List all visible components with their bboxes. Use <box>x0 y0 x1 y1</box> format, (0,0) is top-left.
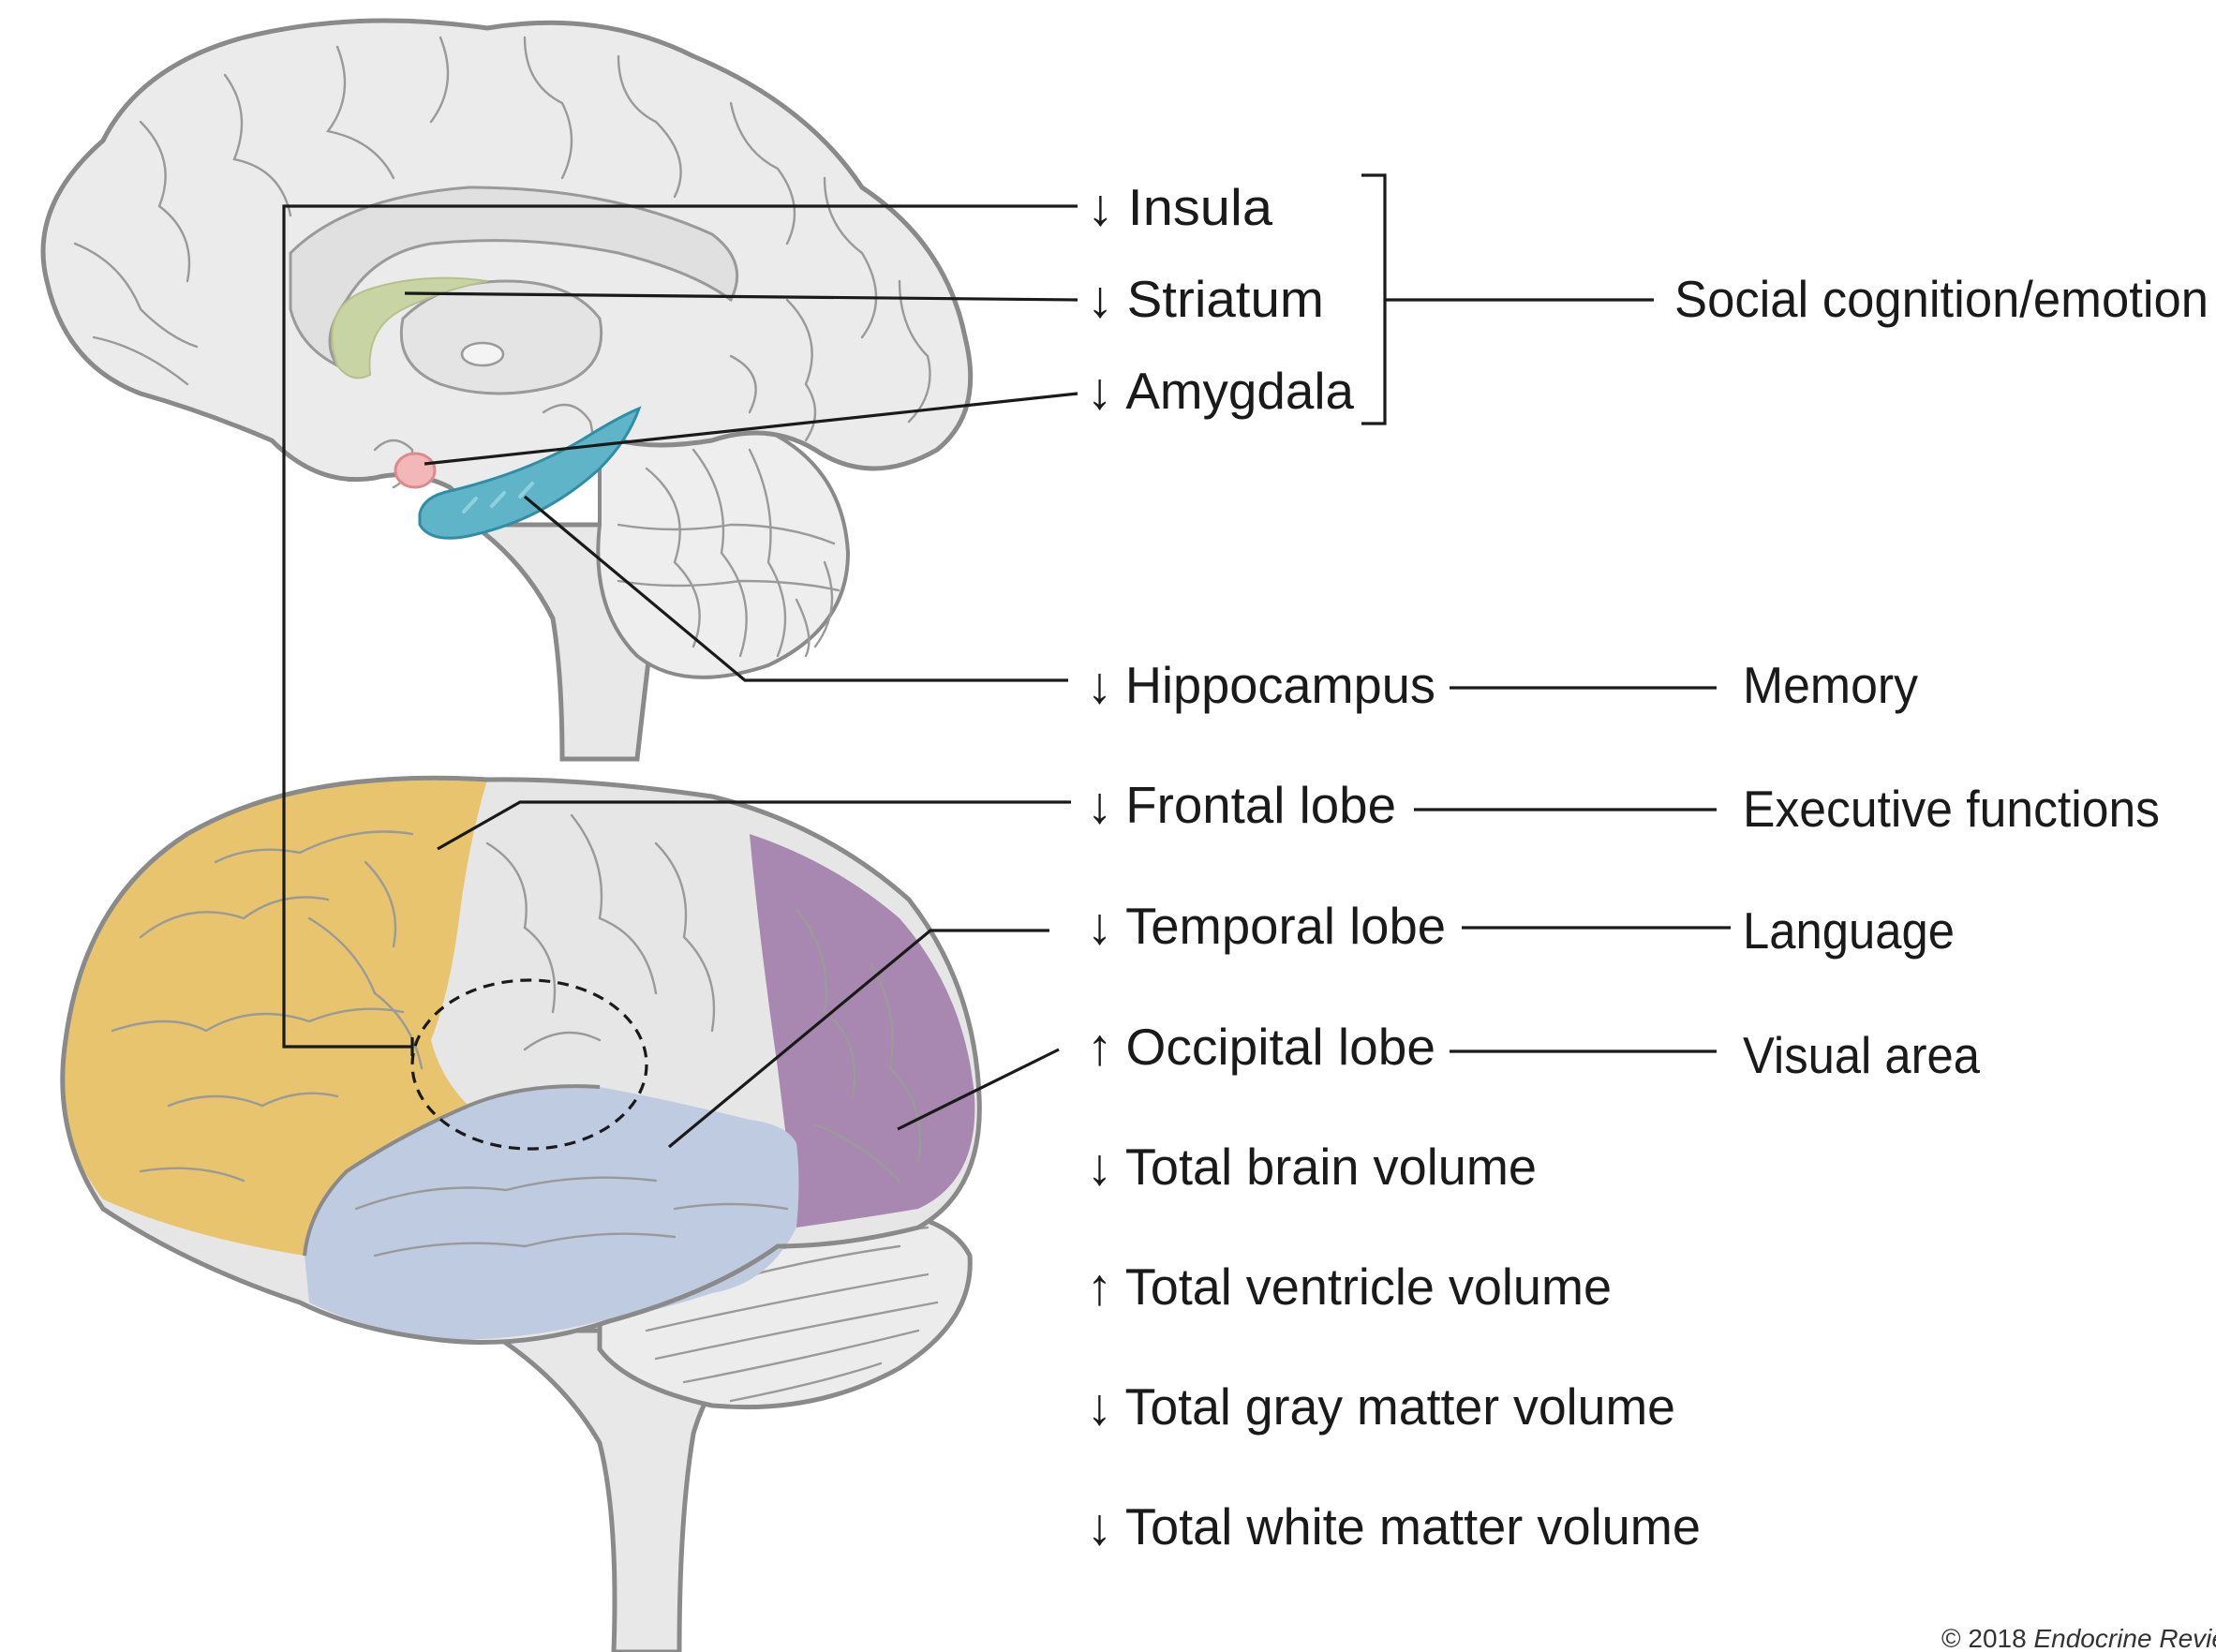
arrow-temporal-lobe: ↓ <box>1087 897 1112 955</box>
arrow-frontal-lobe: ↓ <box>1087 776 1112 834</box>
label-frontal-lobe: ↓Frontal lobe <box>1087 776 1396 834</box>
arrow-total-brain-volume: ↓ <box>1087 1138 1112 1196</box>
label-hippocampus: ↓Hippocampus <box>1087 656 1435 714</box>
lateral-brain <box>63 778 980 1652</box>
label-total-white-matter-volume: ↓Total white matter volume <box>1087 1497 1701 1555</box>
arrow-total-white-matter-volume: ↓ <box>1087 1497 1112 1555</box>
function-visual-area: Visual area <box>1743 1026 1980 1084</box>
structure-labels: ↓Insula ↓Striatum ↓Amygdala ↓Hippocampus… <box>1087 178 1701 1555</box>
function-language: Language <box>1743 901 1955 960</box>
arrow-total-gray-matter-volume: ↓ <box>1087 1377 1112 1436</box>
arrow-occipital-lobe: ↑ <box>1087 1018 1113 1076</box>
function-executive: Executive functions <box>1743 780 2160 838</box>
arrow-hippocampus: ↓ <box>1087 656 1112 714</box>
label-insula: ↓Insula <box>1087 178 1272 236</box>
copyright-journal: Endocrine Reviews <box>2033 1624 2216 1652</box>
medial-cerebrum <box>43 21 971 506</box>
label-total-ventricle-volume: ↑Total ventricle volume <box>1087 1258 1612 1316</box>
arrow-striatum: ↓ <box>1087 270 1113 328</box>
arrow-insula: ↓ <box>1087 178 1114 236</box>
social-bracket <box>1361 175 1385 424</box>
medial-brain <box>43 21 971 759</box>
label-amygdala: ↓Amygdala <box>1087 362 1354 420</box>
medial-thalamus <box>462 343 503 365</box>
medial-ventricle <box>401 281 601 394</box>
label-total-brain-volume: ↓Total brain volume <box>1087 1138 1537 1196</box>
amygdala-region <box>395 454 435 487</box>
arrow-amygdala: ↓ <box>1087 362 1112 420</box>
function-social-cognition: Social cognition/emotion <box>1674 270 2209 328</box>
function-labels: Social cognition/emotion Memory Executiv… <box>1674 270 2209 1084</box>
copyright-prefix: © 2018 <box>1941 1624 2033 1652</box>
copyright-notice: © 2018 Endocrine Reviews <box>1941 1624 2216 1652</box>
function-memory: Memory <box>1743 656 1918 714</box>
label-temporal-lobe: ↓Temporal lobe <box>1087 897 1446 955</box>
label-total-gray-matter-volume: ↓Total gray matter volume <box>1087 1377 1675 1436</box>
arrow-total-ventricle-volume: ↑ <box>1087 1258 1112 1316</box>
label-occipital-lobe: ↑Occipital lobe <box>1087 1018 1435 1076</box>
label-striatum: ↓Striatum <box>1087 270 1324 328</box>
